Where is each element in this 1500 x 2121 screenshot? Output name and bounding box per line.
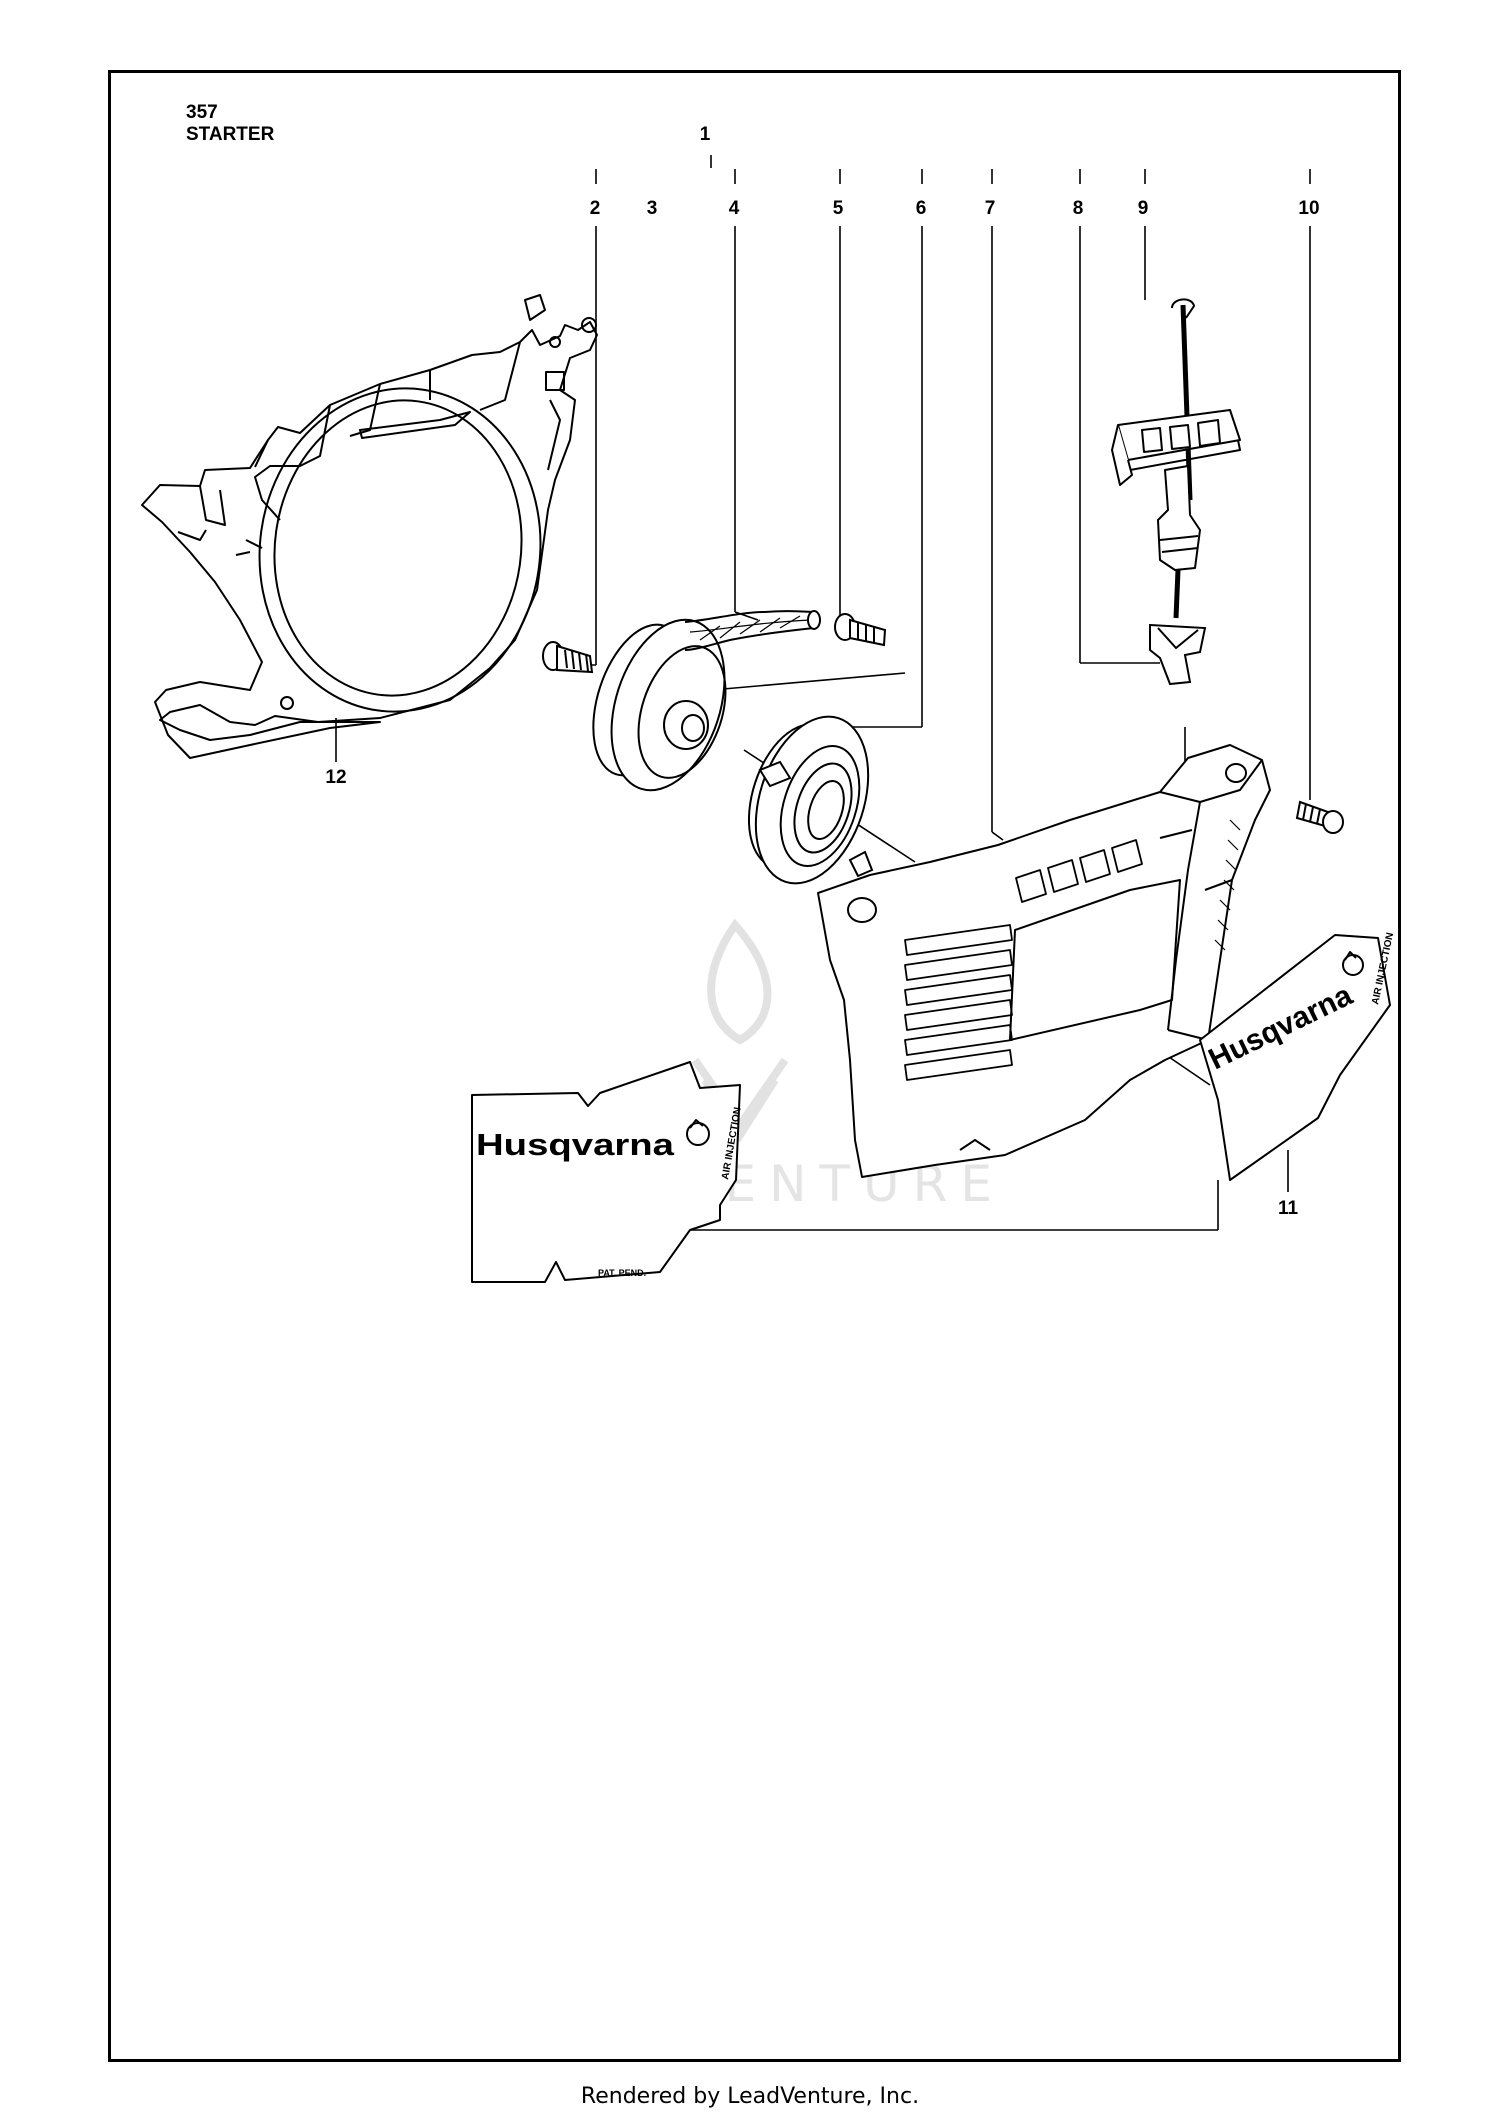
callout-1: 1 (700, 124, 711, 145)
callout-7: 7 (985, 198, 996, 219)
leader-lines (335, 155, 1311, 1231)
part-4-starter-pulley (592, 610, 821, 792)
callout-labels: 1 2 3 4 5 6 7 8 9 10 11 12 (325, 124, 1319, 1219)
part-2-screw (542, 641, 594, 674)
part-7-starter-cover (817, 744, 1271, 1178)
footer-credit: Rendered by LeadVenture, Inc. (580, 2084, 920, 2109)
callout-8: 8 (1073, 198, 1084, 219)
callout-4: 4 (729, 198, 740, 219)
decal-brand-left: Husqvarna (476, 1127, 675, 1162)
part-11-decal-flat: Husqvarna AIR INJECTION PAT. PEND. (471, 1061, 744, 1283)
callout-9: 9 (1138, 198, 1149, 219)
part-10-screw (1295, 800, 1344, 834)
part-5-screw (834, 613, 887, 647)
part-12-starter-housing (141, 294, 598, 759)
callout-10: 10 (1298, 198, 1319, 219)
decal-patent-note: PAT. PEND. (598, 1268, 646, 1278)
part-8-rope-bushing (1149, 623, 1207, 686)
model-number: 357 (186, 102, 218, 123)
callout-11: 11 (1278, 1198, 1299, 1219)
callout-5: 5 (833, 198, 844, 219)
part-6-recoil-spring (747, 715, 874, 885)
callout-3: 3 (647, 198, 658, 219)
cover-vent-upper (1015, 839, 1143, 903)
callout-12: 12 (325, 767, 346, 788)
part-11-decal: Husqvarna AIR INJECTION (1199, 932, 1396, 1181)
section-title: STARTER (186, 124, 275, 145)
diagram-frame (108, 70, 1401, 2062)
part-9-starter-handle (1111, 298, 1241, 619)
cover-vent-lower (904, 924, 1013, 1081)
callout-2: 2 (590, 198, 601, 219)
title-block: 357 STARTER (186, 102, 274, 146)
callout-6: 6 (916, 198, 927, 219)
